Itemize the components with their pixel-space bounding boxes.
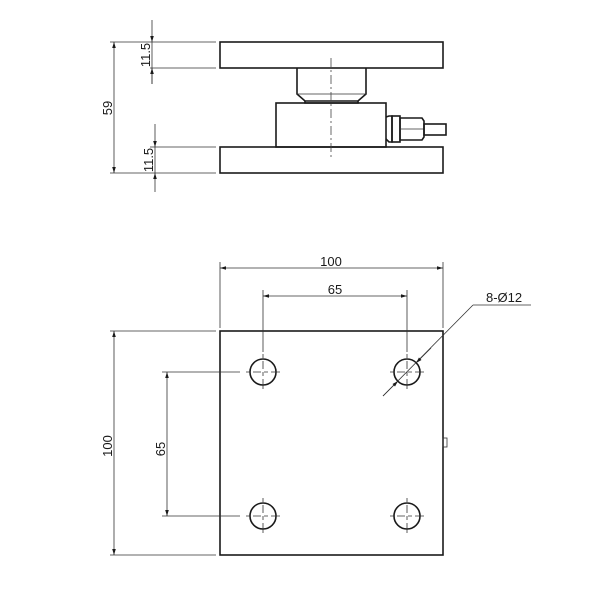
base-plate-outline bbox=[219, 330, 444, 556]
hole-bottom-left bbox=[246, 498, 280, 534]
hole-bottom-right bbox=[390, 498, 424, 534]
hole-top-left bbox=[246, 354, 280, 390]
front-view: 59 11.5 11.5 bbox=[100, 20, 447, 192]
hole-callout-label: 8-Ø12 bbox=[486, 290, 522, 305]
connector-nub bbox=[442, 437, 448, 448]
cable-connector bbox=[385, 115, 447, 143]
dim-top-plate-label: 11.5 bbox=[138, 43, 153, 67]
dim-100-length-label: 100 bbox=[100, 435, 115, 457]
dim-100-width-label: 100 bbox=[320, 254, 342, 269]
dim-65-y-label: 65 bbox=[153, 442, 168, 456]
dim-bottom-plate-label: 11.5 bbox=[141, 148, 156, 172]
dim-59-label: 59 bbox=[100, 101, 115, 115]
dim-65-x-label: 65 bbox=[328, 282, 342, 297]
hole-callout: 8-Ø12 bbox=[382, 290, 531, 397]
upper-boss bbox=[296, 68, 367, 104]
plan-view: 100 65 100 65 8-Ø12 bbox=[100, 254, 531, 556]
top-plate bbox=[219, 41, 444, 69]
bottom-plate bbox=[219, 146, 444, 174]
